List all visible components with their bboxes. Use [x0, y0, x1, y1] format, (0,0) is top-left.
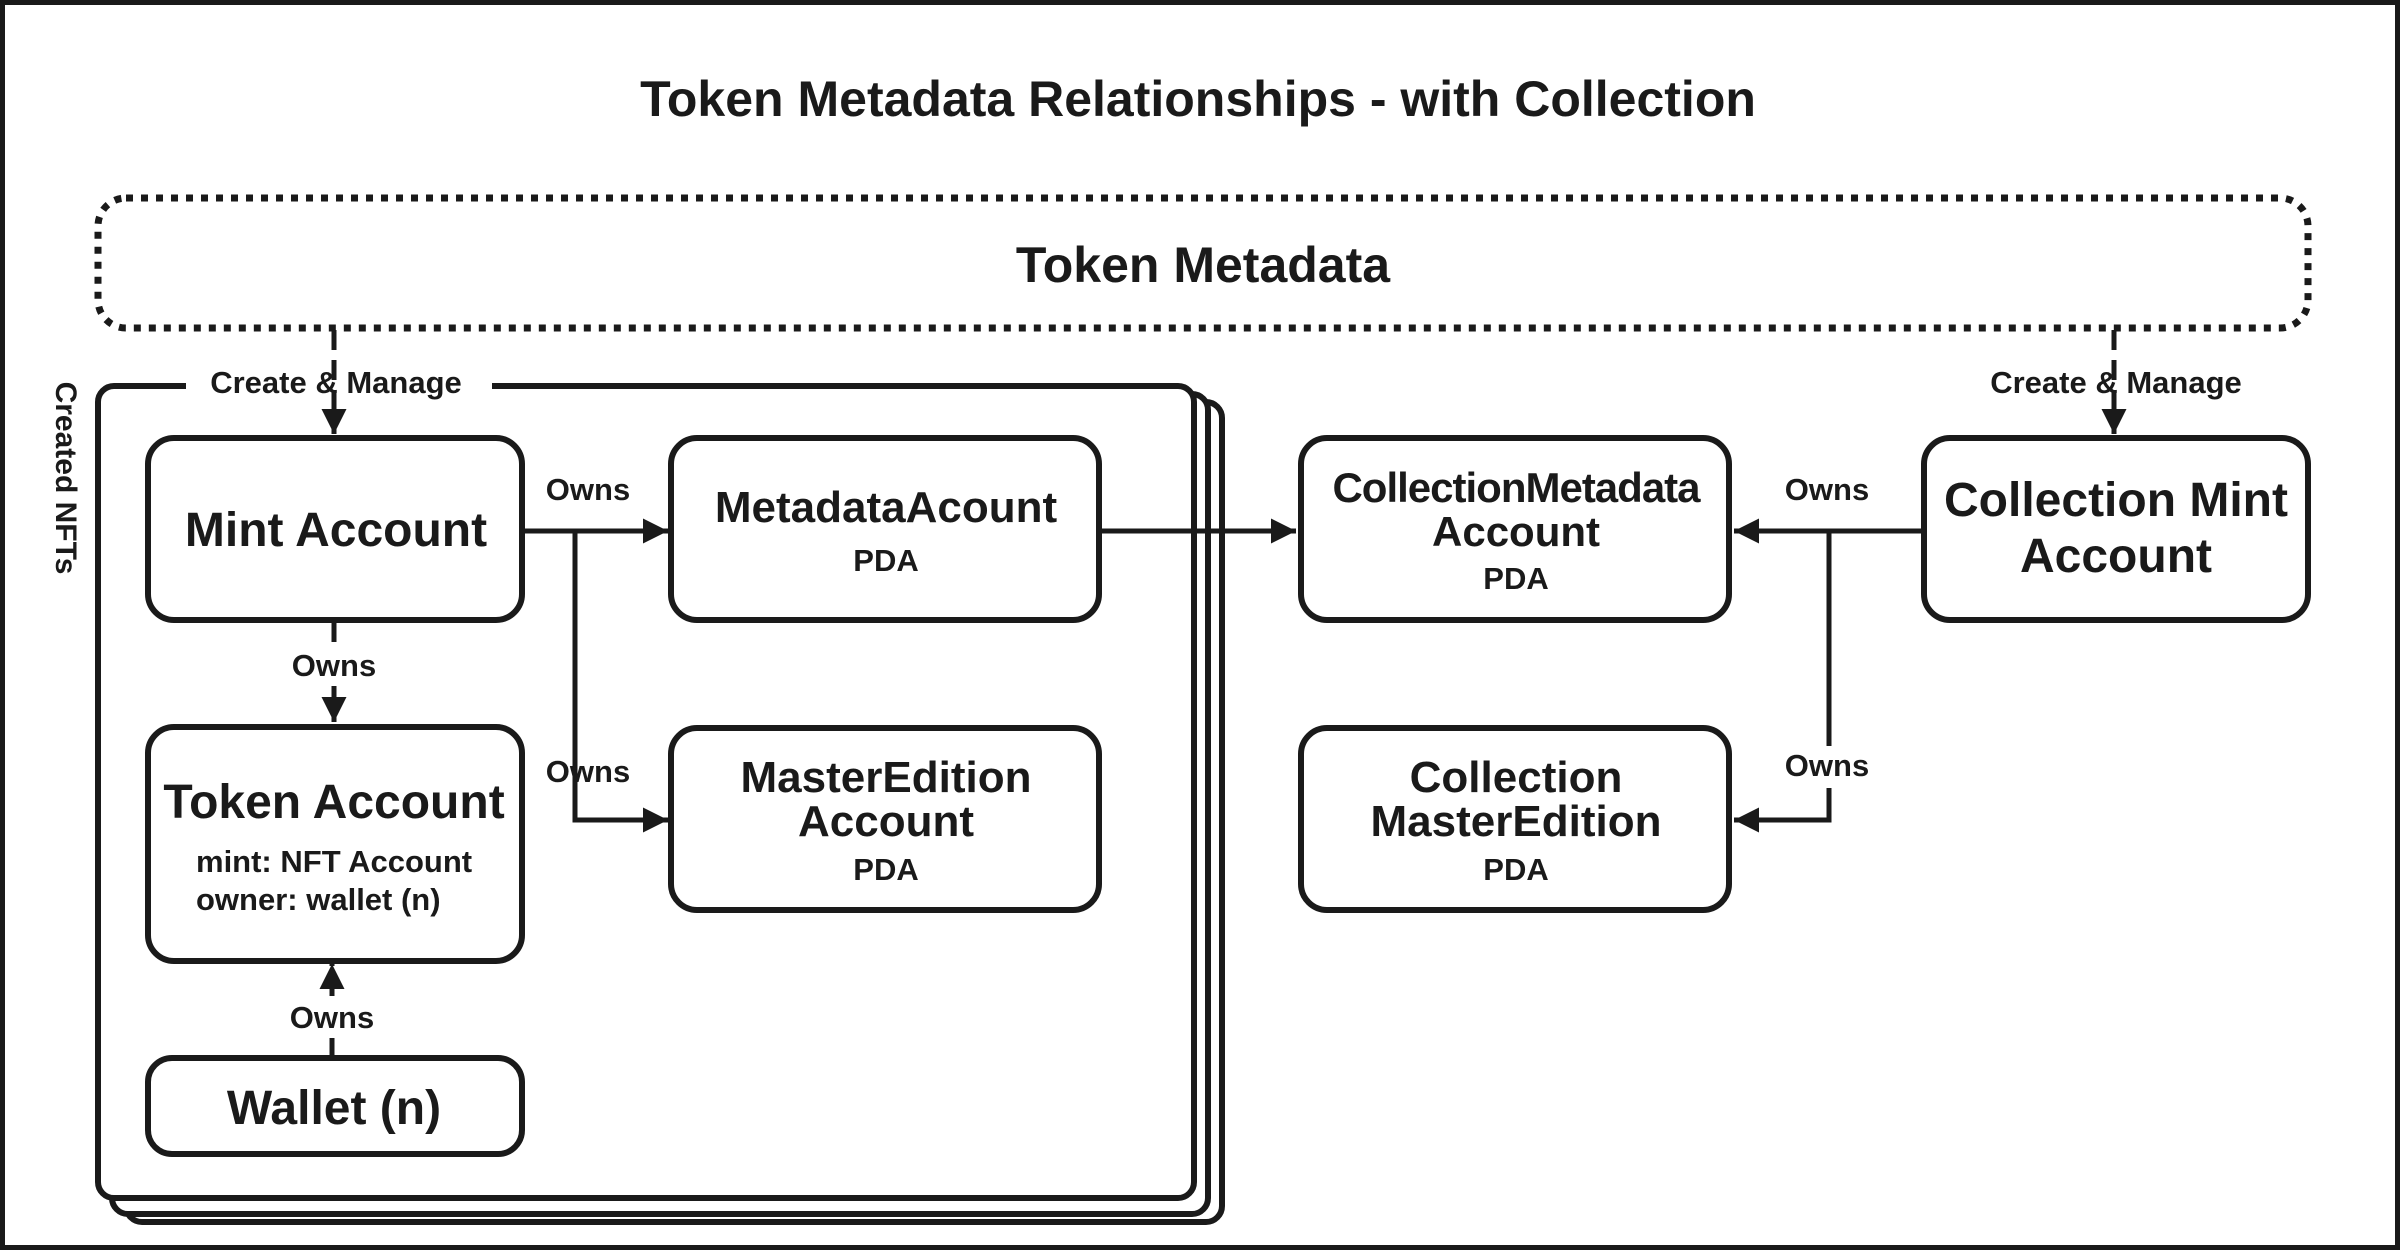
mint-account-label: Mint Account — [185, 504, 487, 557]
mint-account-node: Mint Account — [145, 435, 525, 623]
collection-mint-line2: Account — [2020, 530, 2212, 583]
owns-cmint-cmeta-label: Owns — [1785, 472, 1869, 507]
owns-mint-token-label-bg — [284, 646, 384, 686]
token-metadata-program-label: Token Metadata — [1016, 237, 1391, 293]
create-manage-left-label-bg — [186, 362, 492, 404]
owns-mint-master-label: Owns — [546, 754, 630, 789]
collection-master-edition-line1: Collection — [1410, 753, 1623, 802]
master-edition-line1: MasterEdition — [741, 753, 1032, 802]
created-nfts-label: Created NFTs — [49, 382, 82, 575]
diagram-title: Token Metadata Relationships - with Coll… — [640, 71, 1756, 127]
owns-cmint-cmaster-label: Owns — [1785, 748, 1869, 783]
metadata-account-node: MetadataAcount PDA — [668, 435, 1102, 623]
collection-metadata-line2: Account — [1432, 508, 1600, 555]
collection-metadata-pda: PDA — [1483, 561, 1548, 596]
collection-mint-account-node: Collection Mint Account — [1921, 435, 2311, 623]
token-account-owner: owner: wallet (n) — [196, 882, 441, 917]
create-manage-right-label: Create & Manage — [1990, 365, 2242, 400]
master-edition-line2: Account — [798, 797, 974, 846]
wallet-label: Wallet (n) — [227, 1082, 441, 1135]
collection-mint-line1: Collection Mint — [1944, 474, 2288, 527]
collection-master-edition-node: Collection MasterEdition PDA — [1298, 725, 1732, 913]
collection-master-edition-line2: MasterEdition — [1371, 797, 1662, 846]
collection-master-edition-pda: PDA — [1483, 852, 1548, 887]
owns-wallet-token-label-bg — [280, 998, 384, 1038]
token-metadata-program — [94, 194, 2312, 332]
master-edition-pda: PDA — [853, 852, 918, 887]
token-account-label: Token Account — [163, 776, 504, 829]
owns-wallet-token-label: Owns — [290, 1000, 374, 1035]
owns-mint-metadata-label: Owns — [546, 472, 630, 507]
metadata-account-label: MetadataAcount — [715, 483, 1058, 532]
wallet-node: Wallet (n) — [145, 1055, 525, 1157]
collection-metadata-account-node: CollectionMetadata Account PDA — [1298, 435, 1732, 623]
token-account-mint: mint: NFT Account — [196, 844, 472, 879]
metadata-account-pda: PDA — [853, 543, 918, 578]
owns-cmint-cmaster-label-bg — [1777, 746, 1881, 788]
master-edition-account-node: MasterEdition Account PDA — [668, 725, 1102, 913]
token-account-node: Token Account mint: NFT Account owner: w… — [145, 724, 525, 964]
edge-collection-mint-to-collection-master — [1734, 531, 1832, 833]
create-manage-left-label: Create & Manage — [210, 365, 462, 400]
owns-mint-token-label: Owns — [292, 648, 376, 683]
edge-mint-to-master-edition — [572, 531, 668, 833]
collection-metadata-line1: CollectionMetadata — [1332, 464, 1701, 511]
